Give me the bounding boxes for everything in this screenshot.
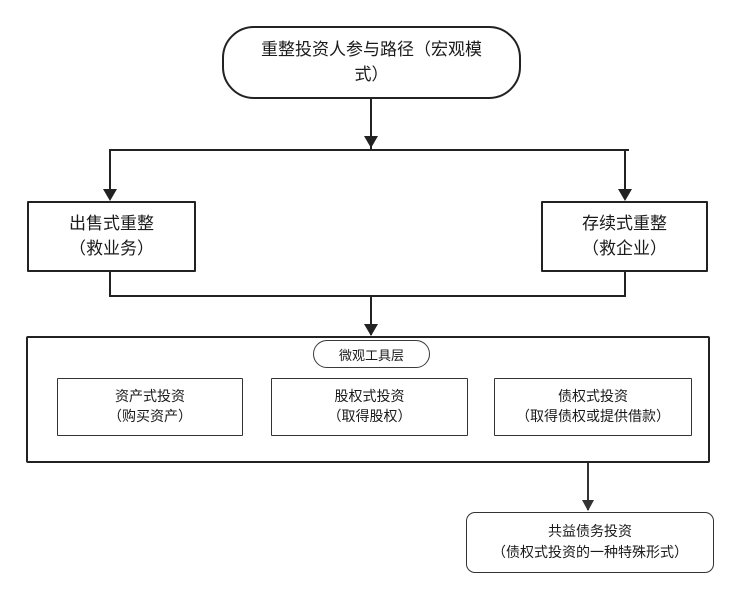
node-branch-sale-restructuring[interactable]: 出售式重整 （救业务） bbox=[27, 201, 196, 272]
connector-root-down bbox=[370, 99, 373, 150]
connector-split-bar bbox=[110, 149, 629, 152]
node-tool-equity-investment[interactable]: 股权式投资 （取得股权） bbox=[271, 378, 468, 436]
arrowhead-debt-to-leaf bbox=[582, 500, 594, 511]
arrowhead-root-down bbox=[364, 136, 378, 148]
arrowhead-split-left bbox=[103, 189, 117, 201]
node-leaf-common-benefit-debt-investment[interactable]: 共益债务投资 （债权式投资的一种特殊形式） bbox=[466, 512, 714, 573]
node-tool-asset-investment[interactable]: 资产式投资 （购买资产） bbox=[57, 378, 243, 436]
connector-right-branch-down bbox=[624, 272, 627, 297]
arrowhead-split-right bbox=[618, 189, 632, 201]
arrowhead-merge-down bbox=[364, 324, 378, 336]
connector-debt-to-leaf bbox=[587, 436, 589, 510]
node-branch-going-concern-restructuring[interactable]: 存续式重整 （救企业） bbox=[541, 201, 708, 272]
connector-merge-down bbox=[370, 295, 373, 335]
connector-split-left bbox=[109, 149, 112, 193]
node-root-macro-path[interactable]: 重整投资人参与路径（宏观模式） bbox=[222, 26, 521, 99]
connector-left-branch-down bbox=[109, 272, 112, 297]
connector-merge-bar bbox=[109, 295, 626, 298]
group-label-micro-tool-layer: 微观工具层 bbox=[313, 340, 430, 368]
node-tool-debt-investment[interactable]: 债权式投资 （取得债权或提供借款） bbox=[494, 378, 692, 436]
connector-split-right bbox=[624, 149, 627, 193]
